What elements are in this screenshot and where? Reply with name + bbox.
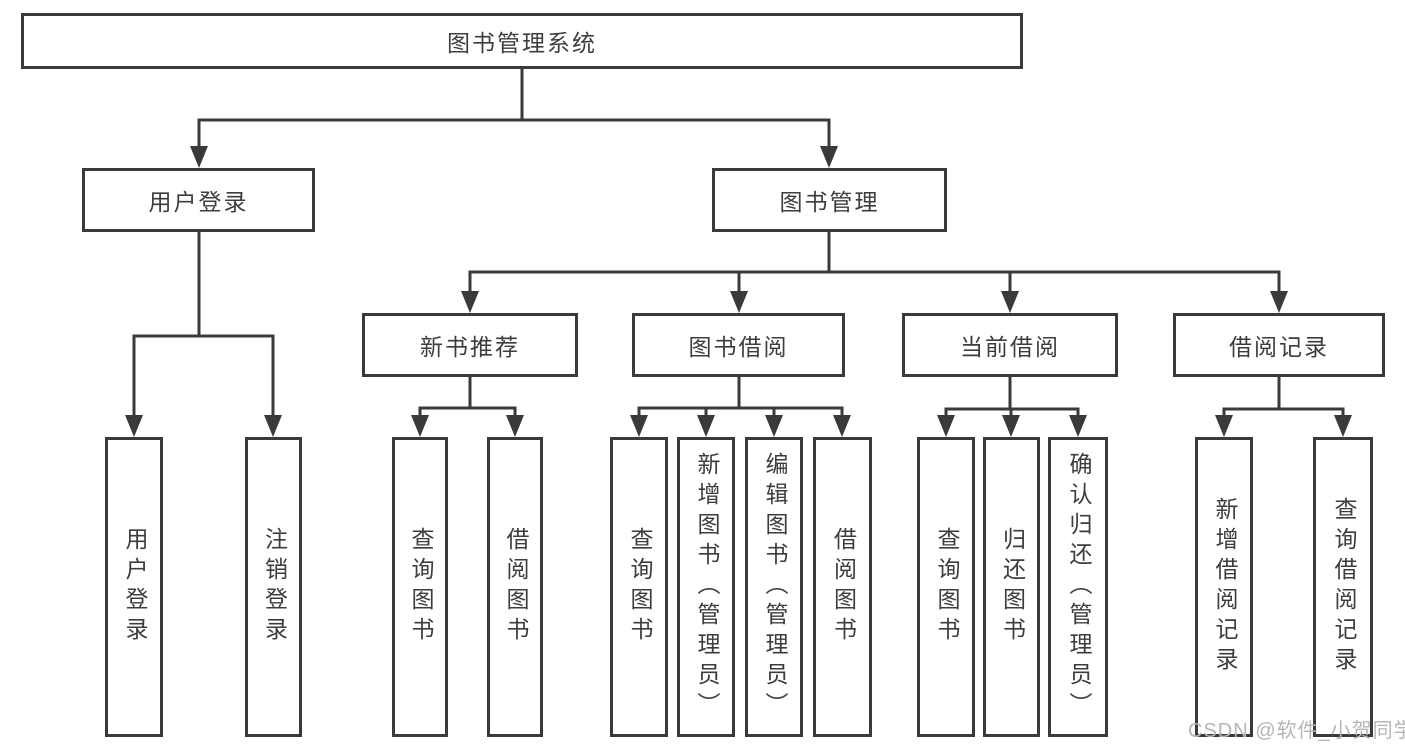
node-library-system-label: 图书管理系统 [447,30,597,56]
leaf-add-borrow-record-label: 新增借阅记录 [1211,497,1238,677]
node-current-borrow-label: 当前借阅 [960,334,1060,360]
node-current-borrow: 当前借阅 [902,313,1118,377]
csdn-watermark: CSDN @软件_小贺同学 [1188,720,1405,742]
node-library-system: 图书管理系统 [21,13,1023,69]
leaf-logout: 注销登录 [245,437,302,737]
leaf-borrow-query-books: 查询图书 [610,437,668,737]
leaf-return-books-label: 归还图书 [999,527,1026,647]
leaf-query-borrow-record-label: 查询借阅记录 [1330,497,1357,677]
leaf-add-book-admin: 新增图书（管理员） [677,437,735,737]
leaf-return-books: 归还图书 [983,437,1040,737]
node-user-login: 用户登录 [82,168,315,232]
leaf-recommend-query-books-label: 查询图书 [407,527,434,647]
leaf-borrow-query-books-label: 查询图书 [626,527,653,647]
node-user-login-label: 用户登录 [148,189,249,215]
node-new-book-recommend-label: 新书推荐 [420,334,520,360]
leaf-user-login-label: 用户登录 [121,527,148,647]
leaf-edit-book-admin: 编辑图书（管理员） [745,437,803,737]
leaf-recommend-query-books: 查询图书 [392,437,448,737]
leaf-current-query-books-label: 查询图书 [933,527,960,647]
leaf-query-borrow-record: 查询借阅记录 [1313,437,1373,737]
node-book-management: 图书管理 [712,168,947,232]
leaf-recommend-borrow-books-label: 借阅图书 [502,527,529,647]
leaf-confirm-return-admin: 确认归还（管理员） [1048,437,1108,737]
connector-stems [132,69,1345,419]
leaf-add-borrow-record: 新增借阅记录 [1195,437,1253,737]
leaf-user-login: 用户登录 [105,437,163,737]
leaf-current-query-books: 查询图书 [917,437,975,737]
leaf-add-book-admin-label: 新增图书（管理员） [693,452,720,722]
node-new-book-recommend: 新书推荐 [362,313,578,377]
node-book-borrow-label: 图书借阅 [688,334,789,360]
leaf-edit-book-admin-label: 编辑图书（管理员） [761,452,788,722]
node-book-borrow: 图书借阅 [632,313,845,377]
arrowheads [125,146,1352,437]
leaf-recommend-borrow-books: 借阅图书 [487,437,543,737]
node-borrow-records: 借阅记录 [1173,313,1385,377]
node-book-management-label: 图书管理 [779,189,880,215]
leaf-logout-label: 注销登录 [261,527,288,647]
leaf-borrow-books-label: 借阅图书 [830,527,857,647]
leaf-confirm-return-admin-label: 确认归还（管理员） [1065,452,1092,722]
leaf-borrow-books: 借阅图书 [813,437,872,737]
node-borrow-records-label: 借阅记录 [1229,334,1329,360]
